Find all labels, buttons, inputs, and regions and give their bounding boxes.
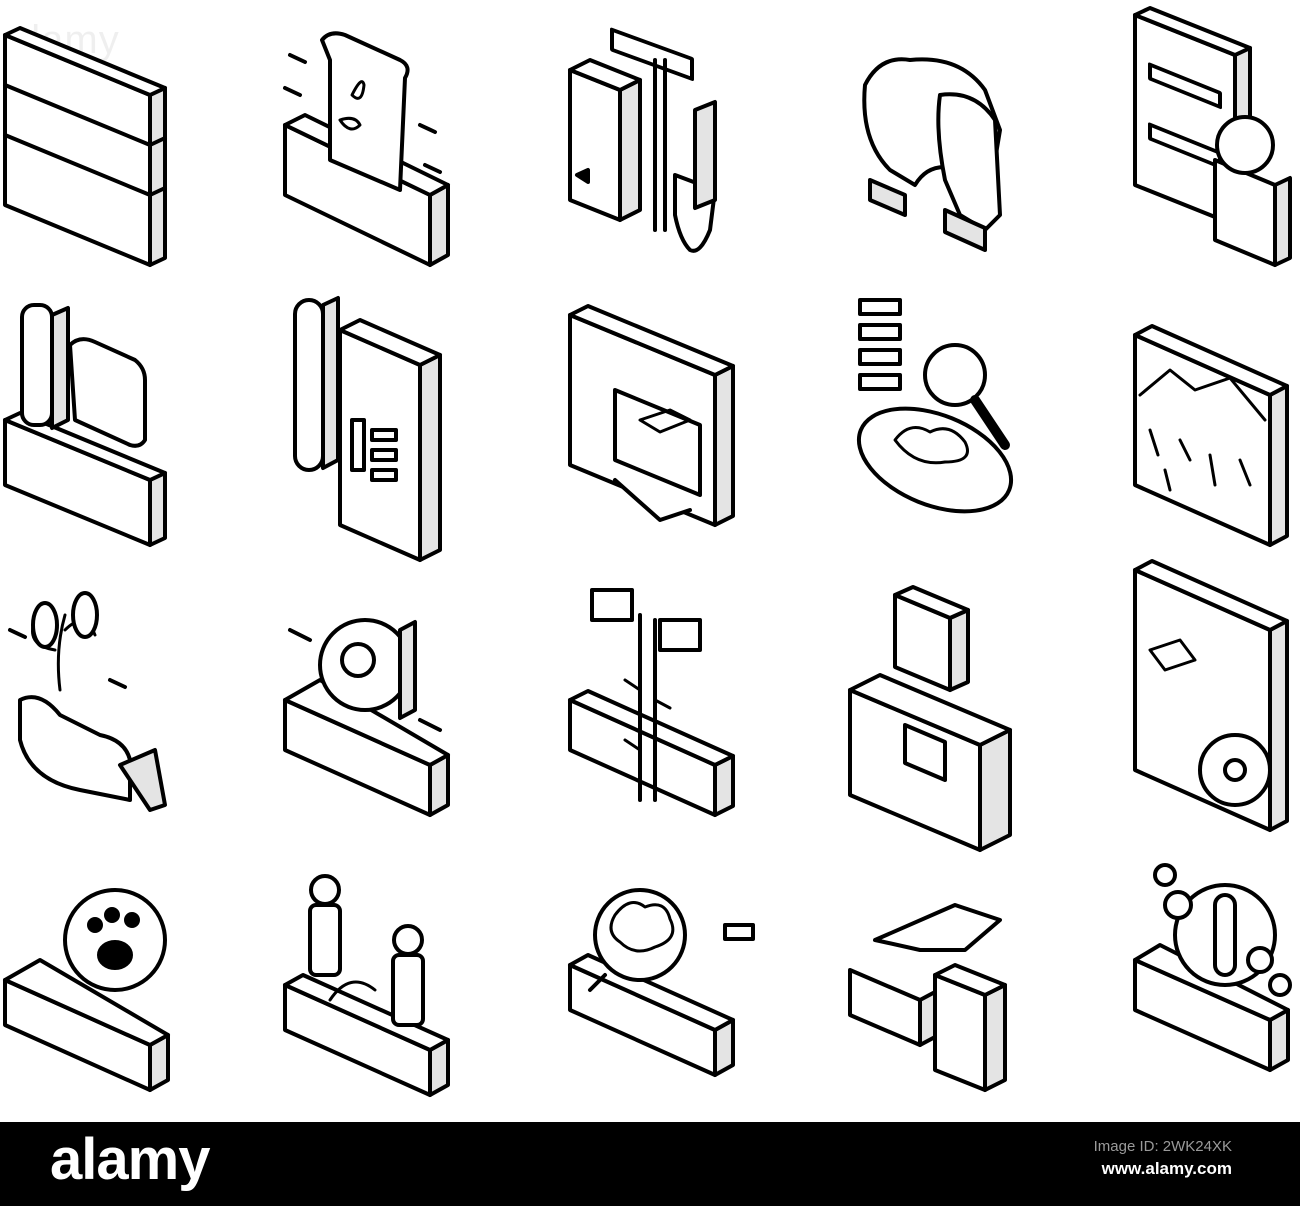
footer-bar: alamy Image ID: 2WK24XK www.alamy.com xyxy=(0,1122,1300,1206)
test-tube-analysis-icon xyxy=(293,296,442,562)
rock-layers-icon xyxy=(1133,324,1289,547)
soil-microbe-report-icon xyxy=(1133,559,1289,832)
stone-wall-icon xyxy=(3,26,167,267)
alamy-logo[interactable]: alamy xyxy=(50,1127,210,1192)
soil-sample-circle-icon xyxy=(283,618,450,817)
paw-print-soil-icon xyxy=(3,888,170,1092)
isometric-icon-grid xyxy=(3,6,1292,1097)
soil-magnifier-search-icon xyxy=(856,298,1014,514)
site-url-link[interactable]: www.alamy.com xyxy=(1101,1159,1232,1178)
pipette-sample-icon xyxy=(848,903,1007,1092)
image-id-block: Image ID: 2WK24XK www.alamy.com xyxy=(1094,1136,1232,1180)
soil-organism-icon xyxy=(568,888,755,1077)
soil-report-document-icon xyxy=(1133,6,1292,267)
soil-drill-icon xyxy=(568,588,735,817)
researchers-field-icon xyxy=(283,874,450,1097)
soil-probe-sample-icon xyxy=(3,303,167,547)
plant-in-hand-icon xyxy=(8,591,167,812)
image-id-label: Image ID: 2WK24XK xyxy=(1093,1138,1232,1155)
fertilizer-bag-icon xyxy=(283,31,450,267)
bacteria-test-tube-icon xyxy=(1133,863,1292,1072)
hands-holding-soil-icon xyxy=(862,57,1002,252)
computer-monitor-icon xyxy=(568,304,735,527)
soil-analyzer-device-icon xyxy=(848,585,1012,852)
garden-tools-icon xyxy=(568,27,717,253)
